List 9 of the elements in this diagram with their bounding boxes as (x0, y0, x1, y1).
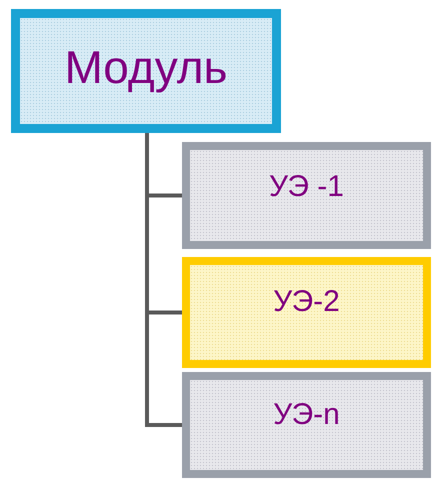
box-label: УЭ-2 (273, 285, 340, 320)
box (182, 372, 431, 478)
box-label: Модуль (64, 40, 228, 95)
box (182, 142, 431, 249)
box (182, 257, 431, 368)
connector-line (145, 133, 182, 427)
box (11, 9, 281, 133)
box-label: УЭ-n (273, 398, 340, 433)
box-label: УЭ -1 (269, 170, 344, 205)
